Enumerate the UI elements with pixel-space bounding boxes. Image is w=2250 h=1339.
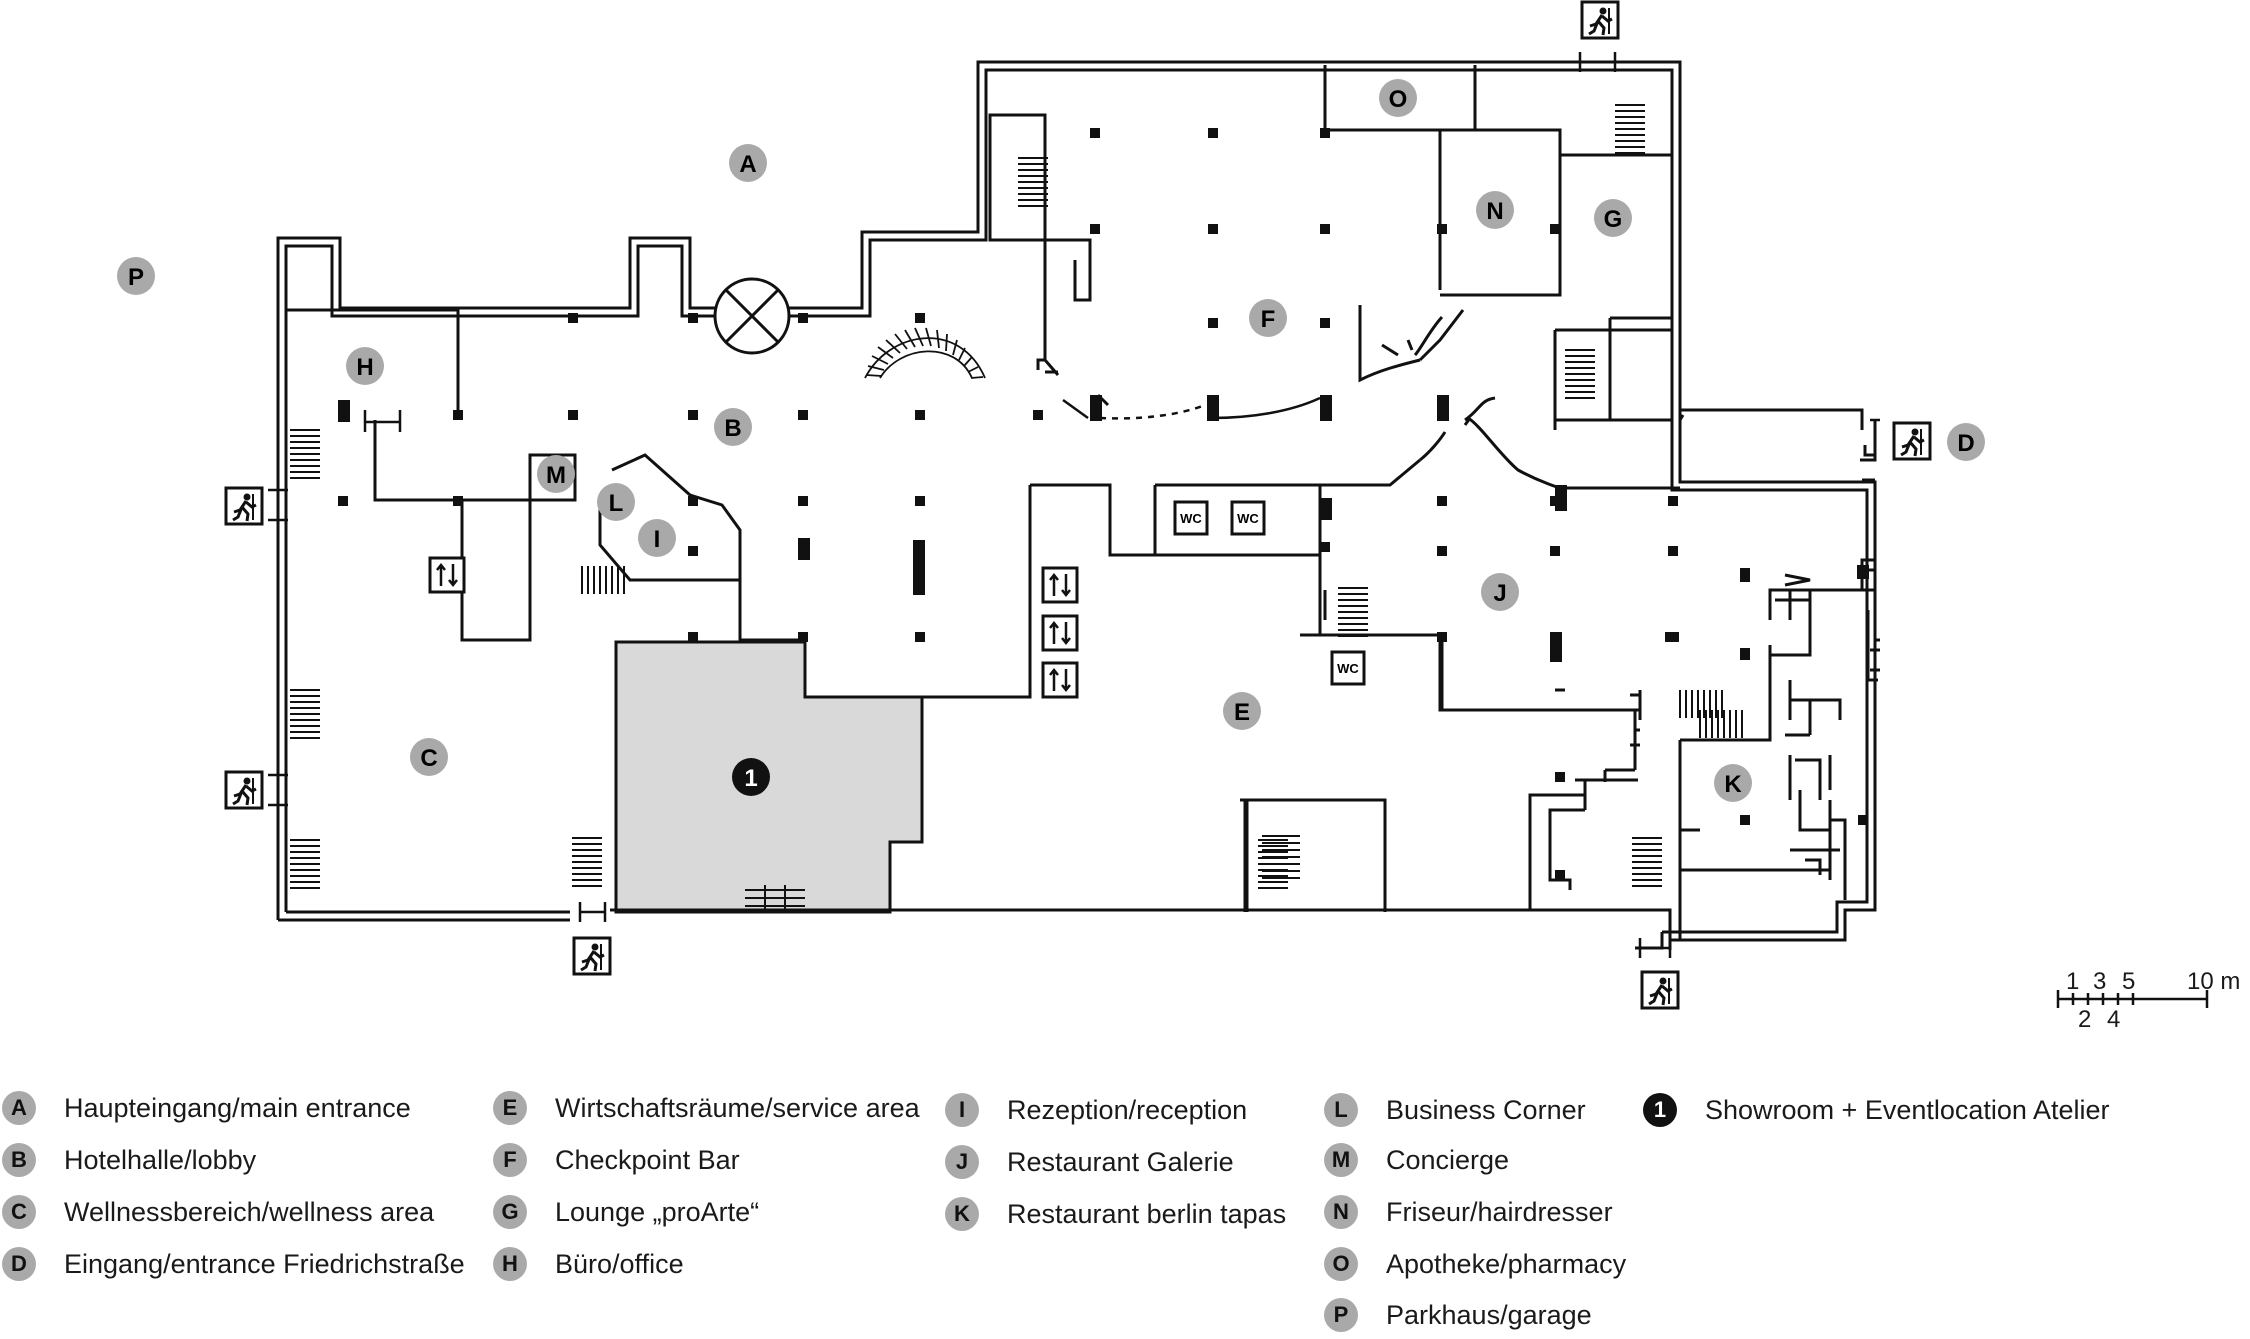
legend-item-M: M Concierge (1324, 1142, 1509, 1178)
wc-icons: WC WC WC (1173, 500, 1366, 686)
wc-label: WC (1180, 511, 1202, 526)
marker-E: E (1234, 699, 1250, 726)
legend-label: Wellnessbereich/wellness area (64, 1196, 435, 1227)
legend-item-F: F Checkpoint Bar (493, 1142, 740, 1178)
area-markers: A P O N G F H B M L I D J E C K 1 (117, 79, 1985, 802)
legend-key: N (1324, 1195, 1358, 1229)
marker-I: I (654, 526, 661, 553)
marker-G: G (1604, 206, 1623, 233)
scale-tick-1: 1 (2066, 968, 2079, 995)
legend-label: Hotelhalle/lobby (64, 1144, 257, 1175)
legend-label: Eingang/entrance Friedrichstraße (64, 1248, 465, 1279)
legend-key: M (1324, 1143, 1358, 1177)
legend-label: Concierge (1386, 1144, 1510, 1175)
marker-J: J (1493, 580, 1506, 607)
legend-item-1: 1 Showroom + Eventlocation Atelier (1643, 1092, 2109, 1128)
interior-walls (286, 65, 1880, 940)
legend-item-H: H Büro/office (493, 1246, 684, 1282)
legend-label: Apotheke/pharmacy (1386, 1248, 1627, 1279)
legend-label: Restaurant berlin tapas (1007, 1198, 1287, 1229)
marker-L: L (609, 490, 624, 517)
scale-tick-2: 2 (2078, 1006, 2091, 1033)
legend-key: I (945, 1093, 979, 1127)
legend-key: 1 (1643, 1093, 1677, 1127)
legend-item-O: O Apotheke/pharmacy (1324, 1246, 1626, 1282)
legend-item-C: C Wellnessbereich/wellness area (2, 1194, 434, 1230)
legend-item-J: J Restaurant Galerie (945, 1144, 1234, 1180)
legend-key: K (945, 1197, 979, 1231)
door-swings (268, 52, 1880, 958)
legend-item-E: E Wirtschaftsräume/service area (493, 1090, 920, 1126)
legend-label: Haupteingang/main entrance (64, 1092, 411, 1123)
scale-tick-4: 4 (2107, 1006, 2120, 1033)
marker-N: N (1486, 198, 1503, 225)
legend-key: P (1324, 1298, 1358, 1332)
legend-key: E (493, 1091, 527, 1125)
columns (338, 128, 1869, 880)
legend-item-N: N Friseur/hairdresser (1324, 1194, 1613, 1230)
marker-K: K (1724, 771, 1742, 798)
scale-tick-10: 10 m (2187, 968, 2240, 995)
legend-key: F (493, 1143, 527, 1177)
legend-label: Wirtschaftsräume/service area (555, 1092, 920, 1123)
legend-item-G: G Lounge „proArte“ (493, 1194, 759, 1230)
marker-C: C (420, 745, 437, 772)
legend-label: Parkhaus/garage (1386, 1299, 1592, 1330)
wc-label: WC (1237, 511, 1259, 526)
legend-label: Business Corner (1386, 1094, 1586, 1125)
legend-label: Lounge „proArte“ (555, 1196, 760, 1227)
legend-item-I: I Rezeption/reception (945, 1092, 1247, 1128)
legend-label: Restaurant Galerie (1007, 1146, 1234, 1177)
legend-key: A (2, 1091, 36, 1125)
stairs (289, 104, 1743, 910)
legend-label: Rezeption/reception (1007, 1094, 1248, 1125)
legend-item-L: L Business Corner (1324, 1092, 1586, 1128)
legend-item-K: K Restaurant berlin tapas (945, 1196, 1286, 1232)
legend-key: D (2, 1247, 36, 1281)
legend-label: Checkpoint Bar (555, 1144, 740, 1175)
marker-1: 1 (744, 765, 757, 792)
marker-O: O (1389, 86, 1408, 113)
scale-tick-3: 3 (2093, 968, 2106, 995)
legend-key: C (2, 1195, 36, 1229)
marker-D: D (1957, 430, 1974, 457)
legend-key: J (945, 1145, 979, 1179)
legend-label: Büro/office (555, 1248, 684, 1279)
scale-tick-5: 5 (2122, 968, 2135, 995)
legend-key: H (493, 1247, 527, 1281)
marker-M: M (546, 462, 566, 489)
marker-H: H (356, 354, 373, 381)
legend-key: O (1324, 1247, 1358, 1281)
legend-item-B: B Hotelhalle/lobby (2, 1142, 256, 1178)
legend-item-D: D Eingang/entrance Friedrichstraße (2, 1246, 465, 1282)
legend-key: L (1324, 1093, 1358, 1127)
legend-label: Friseur/hairdresser (1386, 1196, 1613, 1227)
legend-key: G (493, 1195, 527, 1229)
legend-key: B (2, 1143, 36, 1177)
legend-item-A: A Haupteingang/main entrance (2, 1090, 411, 1126)
legend-label: Showroom + Eventlocation Atelier (1705, 1094, 2110, 1125)
marker-P: P (128, 264, 144, 291)
marker-F: F (1261, 306, 1276, 333)
revolving-door (713, 277, 791, 355)
scale-bar: 1 3 5 10 m 2 4 (2056, 968, 2240, 1033)
outer-walls (276, 60, 1877, 950)
wc-label: WC (1337, 661, 1359, 676)
marker-B: B (724, 415, 741, 442)
legend-item-P: P Parkhaus/garage (1324, 1297, 1592, 1333)
service-shaft (1245, 798, 1387, 912)
marker-A: A (739, 151, 756, 178)
spiral-staircase (864, 327, 986, 379)
